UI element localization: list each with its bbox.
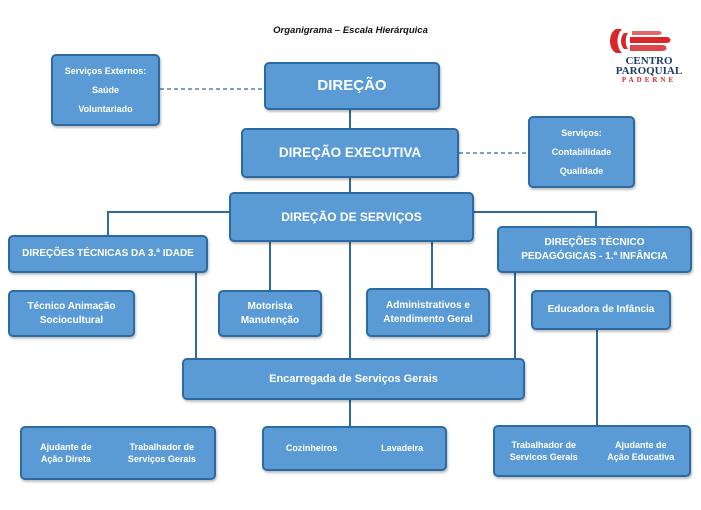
servicos-externos-saude: Saúde [91, 84, 119, 95]
cozinheiros-label: Cozinheiros [285, 443, 338, 454]
logo-line1: CENTRO [625, 55, 673, 67]
logo-line2: PAROQUIAL [615, 65, 683, 77]
direcao-executiva-box: DIREÇÃO EXECUTIVA [241, 128, 459, 178]
ajudante-acao-educativa-line1: Ajudante de [614, 439, 667, 450]
grupo-esquerda-box: Ajudante de Ação Direta Trabalhador de S… [20, 426, 216, 480]
trabalhador-servicos-gerais-line2: Serviços Gerais [127, 454, 196, 464]
direcoes-tecnico-pedagogicas-box: DIREÇÕES TÉCNICO PEDAGÓGICAS - 1.ª INFÂN… [497, 226, 692, 273]
direcoes-tecnico-pedagogicas-line1: DIREÇÕES TÉCNICO [544, 237, 645, 248]
ajudante-acao-direta-line1: Ajudante de [40, 441, 92, 452]
direcoes-tecnicas-label: DIREÇÕES TÉCNICAS DA 3.ª IDADE [22, 248, 194, 260]
tecnico-animacao-line1: Técnico Animação [27, 301, 116, 312]
grupo-centro-box: Cozinheiros Lavadeira [262, 426, 447, 471]
direcao-servicos-label: DIREÇÃO DE SERVIÇOS [281, 209, 422, 224]
direcao-executiva-label: DIREÇÃO EXECUTIVA [278, 144, 422, 160]
servicos-qualidade: Qualidade [559, 166, 604, 177]
chart-title: Organigrama – Escala Hierárquica [273, 25, 428, 36]
hands-logo-icon [610, 29, 671, 53]
servicos-externos-voluntariado: Voluntariado [78, 104, 133, 115]
encarregada-box: Encarregada de Serviços Gerais [182, 358, 525, 400]
trabalhador-servicos-gerais-direita-line1: Trabalhador de [511, 439, 576, 450]
trabalhador-servicos-gerais-direita-line2: Servicos Gerais [509, 452, 578, 462]
direcao-label: DIREÇÃO [317, 76, 387, 94]
lavadeira-label: Lavadeira [381, 443, 424, 454]
direcoes-tecnicas-box: DIREÇÕES TÉCNICAS DA 3.ª IDADE [8, 235, 208, 273]
tecnico-animacao-box: Técnico Animação Sociocultural [8, 290, 135, 337]
motorista-line2: Manutenção [240, 314, 300, 326]
servicos-heading: Serviços: [561, 127, 602, 138]
motorista-box: Motorista Manutenção [218, 290, 322, 337]
motorista-line1: Motorista [247, 301, 293, 312]
direcoes-tecnico-pedagogicas-line2: PEDAGÓGICAS - 1.ª INFÂNCIA [521, 250, 668, 262]
administrativos-line1: Administrativos e [386, 300, 470, 311]
centro-paroquial-logo: CENTRO PAROQUIAL PADERNE [606, 25, 692, 87]
servicos-box: Serviços: Contabilidade Qualidade [528, 116, 635, 188]
trabalhador-servicos-gerais-line1: Trabalhador de [129, 441, 195, 452]
ajudante-acao-direta-line2: Ação Direta [40, 454, 91, 464]
educadora-label: Educadora de Infância [547, 304, 655, 316]
servicos-externos-heading: Serviços Externos: [64, 65, 147, 76]
grupo-direita-box: Trabalhador de Servicos Gerais Ajudante … [493, 425, 691, 477]
administrativos-box: Administrativos e Atendimento Geral [366, 288, 490, 337]
ajudante-acao-educativa-line2: Ação Educativa [607, 452, 675, 462]
direcao-servicos-box: DIREÇÃO DE SERVIÇOS [229, 192, 474, 242]
encarregada-label: Encarregada de Serviços Gerais [269, 372, 438, 385]
direcao-box: DIREÇÃO [264, 62, 440, 110]
servicos-externos-box: Serviços Externos: Saúde Voluntariado [51, 54, 160, 126]
administrativos-line2: Atendimento Geral [383, 313, 473, 325]
servicos-contabilidade: Contabilidade [551, 146, 612, 157]
logo-line3: PADERNE [621, 76, 677, 84]
educadora-box: Educadora de Infância [531, 290, 671, 330]
tecnico-animacao-line2: Sociocultural [39, 314, 104, 326]
